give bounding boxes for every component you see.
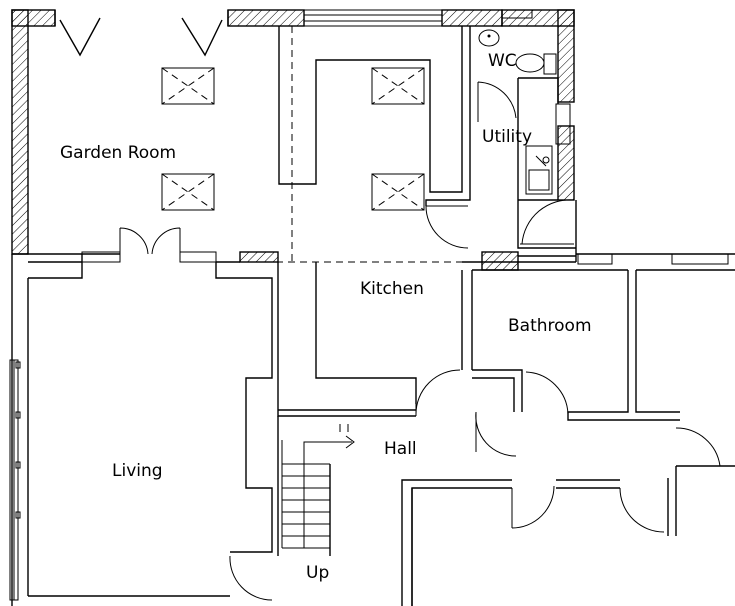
label-wc: WC (488, 51, 517, 71)
label-kitchen: Kitchen (360, 279, 424, 299)
interior-walls (11, 26, 735, 606)
roof-lights (161, 67, 425, 211)
north-windows (303, 9, 533, 27)
wc-cistern-icon (543, 53, 557, 75)
label-stairs-up: Up (306, 563, 329, 583)
sanitary-fittings (478, 29, 571, 195)
label-utility: Utility (482, 127, 532, 147)
door-swings (119, 81, 721, 601)
dashed-boundaries (240, 26, 470, 263)
utility-window (555, 103, 571, 145)
label-bathroom: Bathroom (508, 316, 592, 336)
label-garden-room: Garden Room (60, 143, 176, 163)
living-window (9, 359, 21, 601)
label-living: Living (112, 461, 163, 481)
bifold-doors (54, 10, 229, 57)
label-hall: Hall (384, 439, 417, 459)
stairs (281, 424, 355, 549)
sink-icon (525, 145, 553, 195)
basin-icon (478, 29, 500, 47)
toilet-icon (515, 53, 545, 73)
